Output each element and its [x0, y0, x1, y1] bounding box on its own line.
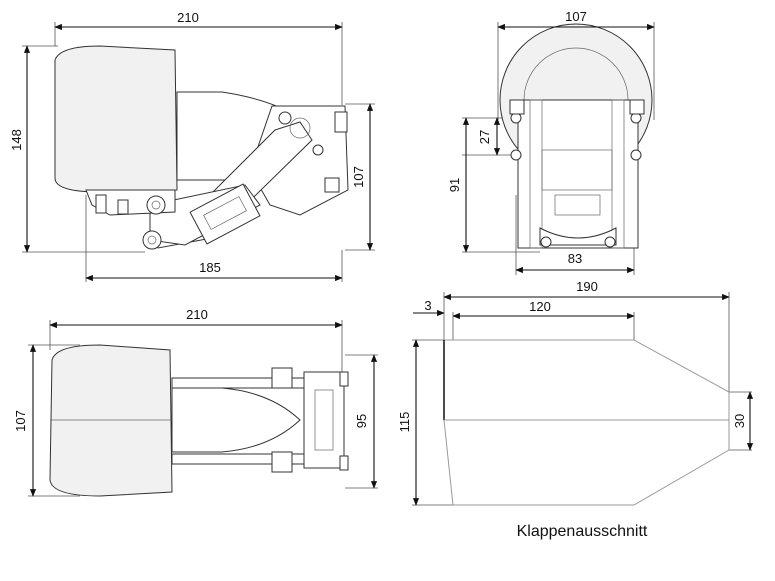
gear-nose-top — [171, 387, 301, 453]
motor-housing-top — [49, 344, 173, 497]
side-view: 210 148 107 185 — [9, 10, 375, 282]
dim-label-115: 115 — [397, 412, 412, 433]
bracket-frame — [517, 99, 639, 249]
dim-label-120: 120 — [529, 299, 551, 314]
top-view: 210 107 95 — [13, 307, 378, 497]
dim-label-107-side: 107 — [351, 166, 366, 188]
front-view: 107 27 91 83 — [447, 9, 655, 275]
dim-label-91: 91 — [447, 178, 462, 192]
pivot-bolt-icon — [146, 195, 166, 215]
dim-label-30: 30 — [732, 414, 747, 428]
dim-label-148: 148 — [9, 129, 24, 151]
pivot-bolt-icon — [142, 230, 162, 250]
dim-label-190: 190 — [576, 279, 598, 294]
dim-label-107-top: 107 — [13, 410, 28, 432]
dim-label-107-front: 107 — [565, 9, 587, 24]
motor-housing — [54, 45, 178, 193]
dim-label-3: 3 — [424, 298, 431, 313]
dim-label-210: 210 — [177, 10, 199, 25]
dim-label-185: 185 — [199, 260, 221, 275]
pivot-bolt-icon — [278, 111, 292, 125]
dim-label-27: 27 — [477, 130, 492, 144]
dim-label-83: 83 — [568, 251, 582, 266]
flap-cutout-caption: Klappenausschnitt — [517, 523, 648, 540]
flap-cutout-outline — [443, 339, 730, 506]
flap-cutout-view: 190 3 120 115 30 Klappenausschnitt — [397, 279, 754, 540]
dim-label-210-top: 210 — [186, 307, 208, 322]
dim-label-95: 95 — [354, 414, 369, 428]
